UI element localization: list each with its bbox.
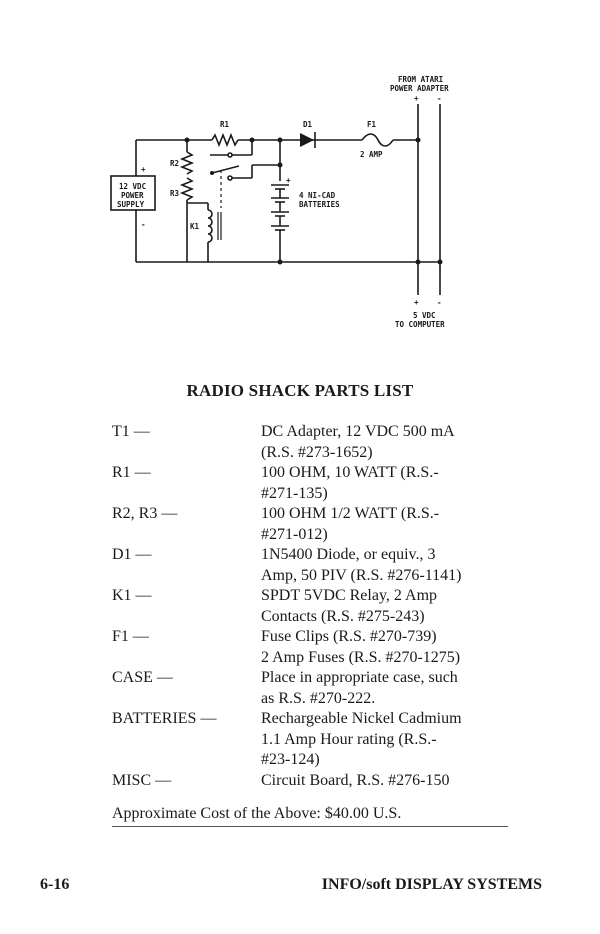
supply-minus-label: - (141, 220, 146, 229)
part-code: R1 — (112, 464, 151, 481)
page-number: 6-16 (40, 876, 70, 893)
part-description: DC Adapter, 12 VDC 500 mA (R.S. #273-165… (261, 423, 455, 461)
part-row-batteries: BATTERIES — Rechargeable Nickel Cadmium … (112, 709, 512, 771)
d1-label: D1 (303, 120, 313, 129)
part-description: 100 OHM 1/2 WATT (R.S.- #271-012) (261, 505, 440, 543)
top-minus-label: - (437, 94, 442, 103)
part-description: 1N5400 Diode, or equiv., 3 Amp, 50 PIV (… (261, 546, 462, 584)
r2-resistor (179, 151, 195, 175)
supply-label-3: SUPPLY (117, 200, 145, 209)
part-code: K1 — (112, 587, 152, 604)
part-row-r2-r3: R2, R3 — 100 OHM 1/2 WATT (R.S.- #271-01… (112, 504, 512, 545)
part-code: CASE — (112, 669, 173, 686)
battery-stack (271, 184, 289, 262)
parts-list: T1 — DC Adapter, 12 VDC 500 mA (R.S. #27… (112, 422, 512, 791)
part-code: MISC — (112, 771, 172, 789)
part-code: D1 — (112, 546, 152, 563)
output-label-2: TO COMPUTER (395, 320, 445, 329)
part-description: Rechargeable Nickel Cadmium 1.1 Amp Hour… (261, 710, 462, 768)
part-description: Circuit Board, R.S. #276-150 (261, 771, 450, 789)
r3-label: R3 (170, 189, 180, 198)
part-row-t1: T1 — DC Adapter, 12 VDC 500 mA (R.S. #27… (112, 422, 512, 463)
f1-fuse (361, 133, 394, 147)
part-description: Place in appropriate case, such as R.S. … (261, 669, 458, 707)
part-code: BATTERIES — (112, 710, 217, 727)
battery-label-1: 4 NI-CAD (299, 191, 336, 200)
supply-label-2: POWER (121, 191, 144, 200)
r2-label: R2 (170, 159, 179, 168)
r1-label: R1 (220, 120, 230, 129)
approximate-cost: Approximate Cost of the Above: $40.00 U.… (112, 805, 402, 822)
top-plus-label: + (414, 94, 419, 103)
circuit-schematic: FROM ATARI POWER ADAPTER + - R1 D1 F1 2 … (110, 75, 449, 329)
part-code: F1 — (112, 628, 149, 645)
k1-coil (207, 209, 213, 243)
power-supply-box (110, 175, 156, 211)
k1-label: K1 (190, 222, 200, 231)
part-code: R2, R3 — (112, 505, 178, 522)
supply-plus-label: + (141, 165, 146, 174)
part-code: T1 — (112, 423, 150, 440)
parts-list-title: RADIO SHACK PARTS LIST (186, 381, 414, 400)
f1-value-label: 2 AMP (360, 150, 383, 159)
part-row-d1: D1 — 1N5400 Diode, or equiv., 3 Amp, 50 … (112, 545, 512, 586)
part-row-k1: K1 — SPDT 5VDC Relay, 2 Amp Contacts (R.… (112, 586, 512, 627)
r3-resistor (179, 177, 195, 201)
bottom-plus-label: + (414, 298, 419, 307)
battery-label-2: BATTERIES (299, 200, 340, 209)
part-description: Fuse Clips (R.S. #270-739) 2 Amp Fuses (… (261, 628, 461, 666)
cost-underline (112, 826, 508, 827)
part-row-case: CASE — Place in appropriate case, such a… (112, 668, 512, 709)
r1-resistor (211, 132, 239, 148)
supply-label-1: 12 VDC (119, 182, 146, 191)
output-label-1: 5 VDC (413, 311, 436, 320)
relay-switch-arm (211, 165, 240, 174)
part-row-f1: F1 — Fuse Clips (R.S. #270-739) 2 Amp Fu… (112, 627, 512, 668)
footer-brand: INFO/soft DISPLAY SYSTEMS (321, 876, 542, 893)
part-description: SPDT 5VDC Relay, 2 Amp Contacts (R.S. #2… (261, 587, 438, 625)
part-row-r1: R1 — 100 OHM, 10 WATT (R.S.- #271-135) (112, 463, 512, 504)
part-description: 100 OHM, 10 WATT (R.S.- #271-135) (261, 464, 439, 502)
from-adapter-label-2: POWER ADAPTER (390, 84, 449, 93)
battery-plus-label: + (286, 176, 291, 185)
f1-label: F1 (367, 120, 377, 129)
from-adapter-label-1: FROM ATARI (398, 75, 443, 84)
bottom-minus-label: - (437, 298, 442, 307)
part-row-misc: MISC — Circuit Board, R.S. #276-150 (112, 771, 512, 792)
